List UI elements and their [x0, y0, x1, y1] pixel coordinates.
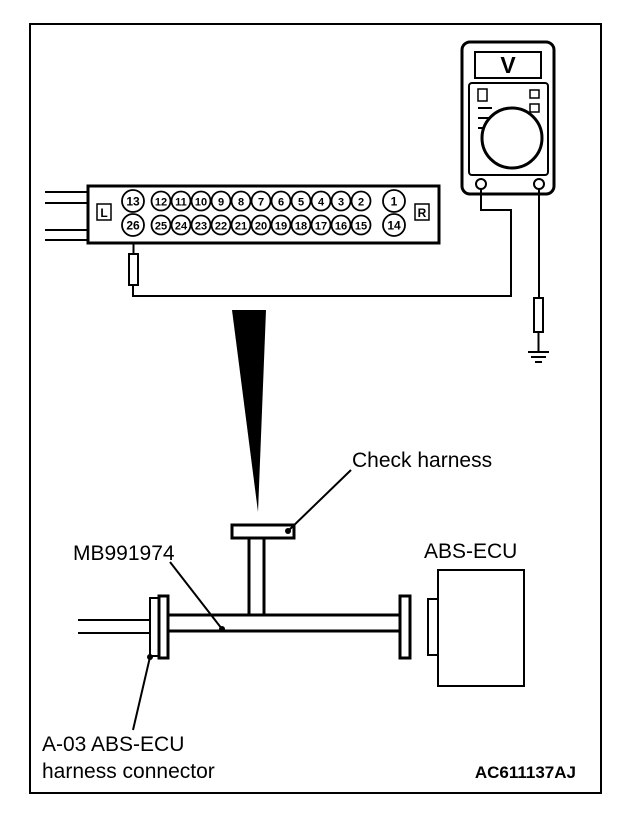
connector-pin: [170, 214, 192, 236]
voltmeter: V: [460, 40, 556, 196]
magnifier-wedge: [232, 310, 266, 512]
ground-lead: [528, 189, 549, 363]
connector-pin-label: 12: [155, 197, 167, 209]
harness-assembly: [78, 523, 525, 687]
connector-pin: [290, 214, 312, 236]
connector-pin: [150, 214, 172, 236]
leader-check-harness: [287, 469, 352, 532]
connector-pin: [310, 190, 332, 212]
connector-pin-label: 10: [195, 197, 207, 209]
connector-pin: [121, 213, 145, 237]
connector-pin: [210, 214, 232, 236]
leader-connector: [132, 656, 151, 731]
connector-pin-label: 7: [258, 197, 264, 209]
connector-pins-top-row: 13 12 11 10 9 8 7 6 5 4 3 2 1: [121, 189, 406, 213]
connector-pin: [190, 214, 212, 236]
connector-pin-label: 14: [387, 219, 401, 233]
check-harness-plug: [230, 523, 296, 540]
connector-pin-label: 15: [355, 221, 367, 233]
connector-pin-label: 22: [215, 221, 227, 233]
connector-pin-label: 5: [298, 197, 304, 209]
abs-ecu-box: [437, 569, 525, 687]
connector-pin-label: 25: [155, 221, 167, 233]
connector-pins-bottom-row: 26 25 24 23 22 21 20 19 18 17 16 15 14: [121, 213, 406, 237]
connector-pin-label: 1: [391, 195, 398, 209]
connector-pin: [270, 214, 292, 236]
connector-pin-label: 19: [275, 221, 287, 233]
label-mb-number: MB991974: [73, 542, 175, 565]
connector-pin: [250, 190, 272, 212]
leader-mb991974: [169, 561, 223, 630]
connector-pin-label: 16: [335, 221, 347, 233]
connector-pin: [350, 190, 372, 212]
connector-pin-label: 21: [235, 221, 247, 233]
voltmeter-symbol: V: [500, 52, 516, 78]
connector-pin-label: 20: [255, 221, 267, 233]
connector-pin-label: 23: [195, 221, 207, 233]
voltmeter-terminal-negative: [475, 178, 487, 190]
connector-pin-label: 2: [358, 197, 364, 209]
connector-pin-label: 24: [175, 221, 188, 233]
connector-pin-label: 18: [295, 221, 307, 233]
connector-pin: [230, 214, 252, 236]
connector-pin-label: 6: [278, 197, 284, 209]
connector-pin: [382, 213, 406, 237]
connector-pin-label: 13: [126, 195, 140, 209]
connector-tag-left: L: [100, 206, 107, 220]
connector-pin: [190, 190, 212, 212]
connector-pin: [270, 190, 292, 212]
connector-pin-label: 17: [315, 221, 327, 233]
connector-pin: [290, 190, 312, 212]
connector-pin: [230, 190, 252, 212]
connector-pin-label: 9: [218, 197, 224, 209]
connector-pin-label: 26: [126, 219, 140, 233]
connector-pin: [310, 214, 332, 236]
voltmeter-dial: [480, 106, 544, 170]
connector-pin: [210, 190, 232, 212]
connector-pin: [170, 190, 192, 212]
label-connector-line1: A-03 ABS-ECU: [42, 733, 184, 756]
connector-pin: [330, 214, 352, 236]
connector-pin-label: 11: [175, 197, 187, 209]
connector-pin: [250, 214, 272, 236]
connector-pin-label: 3: [338, 197, 344, 209]
label-connector-line2: harness connector: [42, 760, 215, 783]
label-abs-ecu: ABS-ECU: [424, 540, 517, 563]
connector-pin: [382, 189, 406, 213]
figure-code: AC611137AJ: [475, 763, 576, 782]
connector-pin-label: 4: [318, 197, 325, 209]
connector-pin: [150, 190, 172, 212]
voltmeter-terminal-positive: [533, 178, 545, 190]
connector-pin: [330, 190, 352, 212]
connector-pin: [121, 189, 145, 213]
connector-pin: [350, 214, 372, 236]
label-check-harness: Check harness: [352, 449, 492, 472]
connector-tag-right: R: [418, 206, 427, 220]
connector-pin-label: 8: [238, 197, 244, 209]
